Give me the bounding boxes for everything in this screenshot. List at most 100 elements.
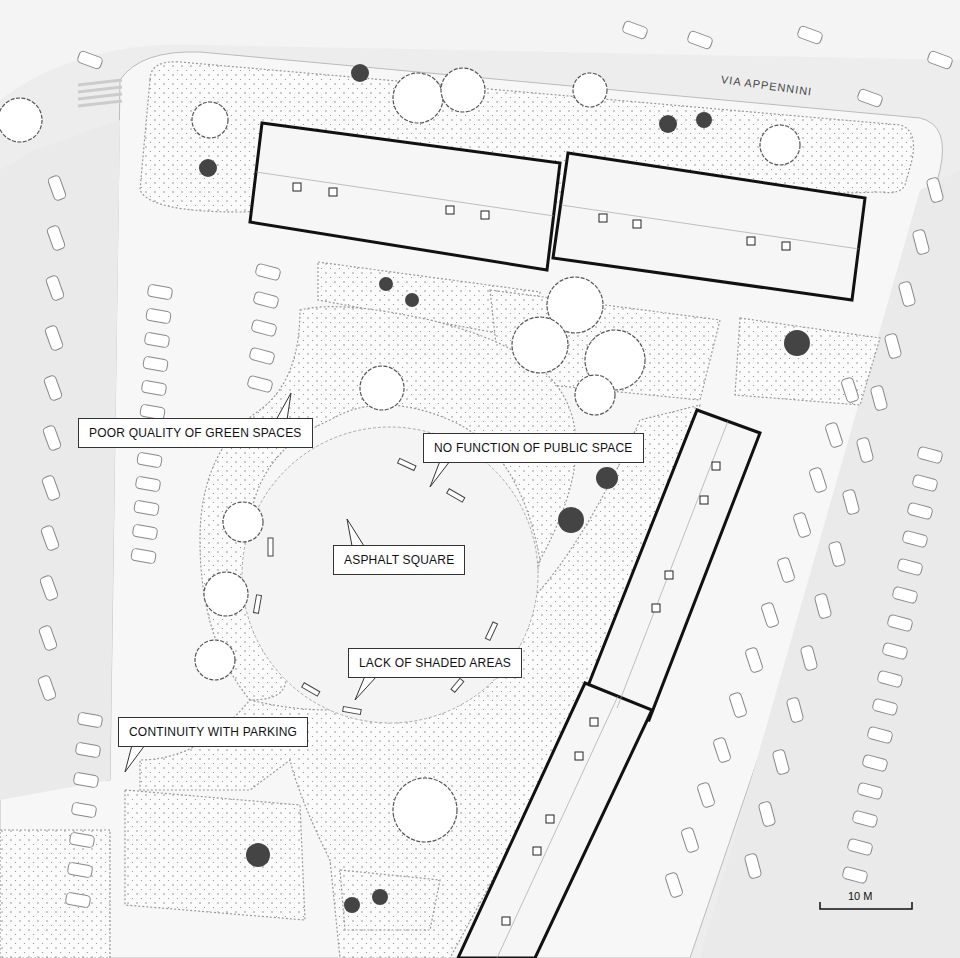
car (867, 726, 893, 744)
car (47, 175, 66, 202)
car (825, 422, 844, 449)
car (137, 452, 163, 468)
car (907, 502, 933, 520)
car (146, 308, 172, 324)
car (697, 782, 716, 809)
car (46, 225, 65, 252)
callout-box: LACK OF SHADED AREAS (348, 648, 522, 678)
callout-box: ASPHALT SQUARE (333, 545, 465, 575)
car (73, 772, 99, 788)
car (38, 625, 57, 652)
callout-text: LACK OF SHADED AREAS (359, 656, 511, 670)
car (745, 647, 764, 674)
car (77, 712, 103, 728)
car (131, 548, 157, 564)
parking-area (0, 120, 120, 800)
car (857, 782, 883, 800)
callout-box: CONTINUITY WITH PARKING (118, 717, 308, 747)
car (927, 50, 954, 69)
car (41, 475, 60, 502)
car (892, 586, 918, 604)
callout-text: NO FUNCTION OF PUBLIC SPACE (434, 441, 633, 455)
car (687, 30, 714, 49)
car (729, 692, 748, 719)
callout-text: ASPHALT SQUARE (344, 553, 454, 567)
car (856, 437, 874, 463)
car (65, 892, 91, 908)
car (777, 557, 796, 584)
callout-pointer (125, 393, 450, 772)
car (143, 356, 169, 372)
shrub (199, 64, 810, 913)
car (247, 375, 273, 393)
car (253, 291, 279, 309)
car (793, 512, 812, 539)
car (902, 530, 928, 548)
car (67, 862, 93, 878)
car (75, 742, 101, 758)
car (772, 749, 790, 775)
car (744, 853, 762, 879)
callout-box: NO FUNCTION OF PUBLIC SPACE (423, 433, 644, 463)
asphalt-square (242, 427, 538, 723)
car (45, 275, 64, 302)
car (884, 333, 902, 359)
car (44, 325, 63, 352)
car (71, 802, 97, 818)
car (134, 500, 160, 516)
car (69, 832, 95, 848)
car (681, 827, 700, 854)
parked-cars (37, 20, 953, 908)
building (250, 123, 865, 958)
scale-label: 10 M (848, 890, 872, 902)
roof-hatch (256, 172, 859, 958)
car (897, 558, 923, 576)
car (622, 20, 649, 39)
car (147, 284, 173, 300)
car (926, 177, 944, 203)
car (862, 754, 888, 772)
callout-text: POOR QUALITY OF GREEN SPACES (89, 426, 302, 440)
car (872, 698, 898, 716)
car (841, 377, 860, 404)
car (917, 446, 943, 464)
car (800, 645, 818, 671)
car (132, 524, 158, 540)
car (857, 88, 884, 107)
car (797, 25, 824, 44)
callout-text: CONTINUITY WITH PARKING (129, 725, 297, 739)
car (39, 575, 58, 602)
car (37, 675, 56, 702)
roof-vent (293, 183, 790, 925)
car (42, 425, 61, 452)
car (251, 319, 277, 337)
car (249, 347, 275, 365)
tree (0, 68, 800, 842)
car (135, 476, 161, 492)
car (141, 380, 167, 396)
car (877, 670, 903, 688)
car (828, 541, 846, 567)
green-area (0, 62, 914, 958)
car (882, 642, 908, 660)
car (912, 229, 930, 255)
car (852, 810, 878, 828)
car (665, 872, 684, 899)
car (809, 467, 828, 494)
car (758, 801, 776, 827)
street-name: VIA APPENNINI (720, 73, 813, 98)
car (847, 838, 873, 856)
car (912, 474, 938, 492)
car (40, 525, 59, 552)
car (43, 375, 62, 402)
car (842, 866, 868, 884)
zebra-crossing (78, 80, 122, 106)
scale-bar (820, 902, 912, 909)
car (255, 263, 281, 281)
car (898, 281, 916, 307)
car (842, 489, 860, 515)
car (713, 737, 732, 764)
car (77, 50, 104, 69)
